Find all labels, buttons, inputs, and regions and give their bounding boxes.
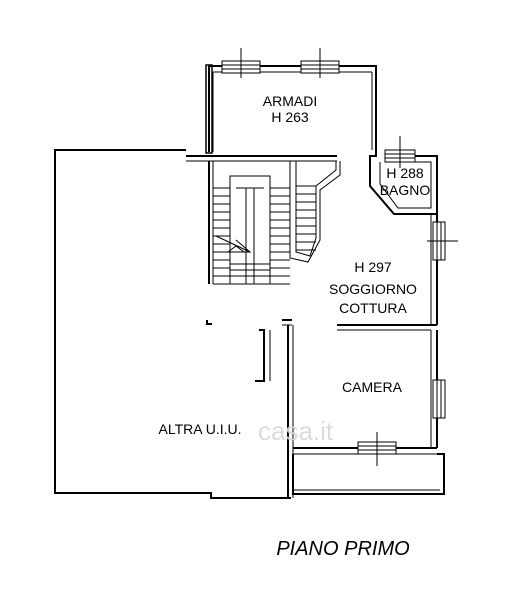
armadi-height: H 263 [271,109,309,125]
soggiorno-height: H 297 [354,259,392,275]
bagno-label: BAGNO [380,182,431,198]
cottura-label: COTTURA [339,300,407,316]
watermark: casa.it [258,416,334,446]
corridor-walls [255,325,294,498]
soggiorno-walls [427,214,458,325]
partition-armadi [186,155,337,162]
partition-camera [206,319,437,331]
camera-label: CAMERA [342,379,403,395]
altra-uiu-label: ALTRA U.I.U. [159,421,242,437]
bagno-height: H 288 [386,165,424,181]
soggiorno-label: SOGGIORNO [329,281,417,297]
armadi-label: ARMADI [263,93,317,109]
balcony [292,453,445,495]
armadi-walls [205,48,377,154]
bagno-walls [369,136,438,215]
staircase [208,161,341,285]
altra-uiu-outline [54,149,291,499]
camera-walls [293,330,446,466]
floor-title: PIANO PRIMO [276,538,409,560]
